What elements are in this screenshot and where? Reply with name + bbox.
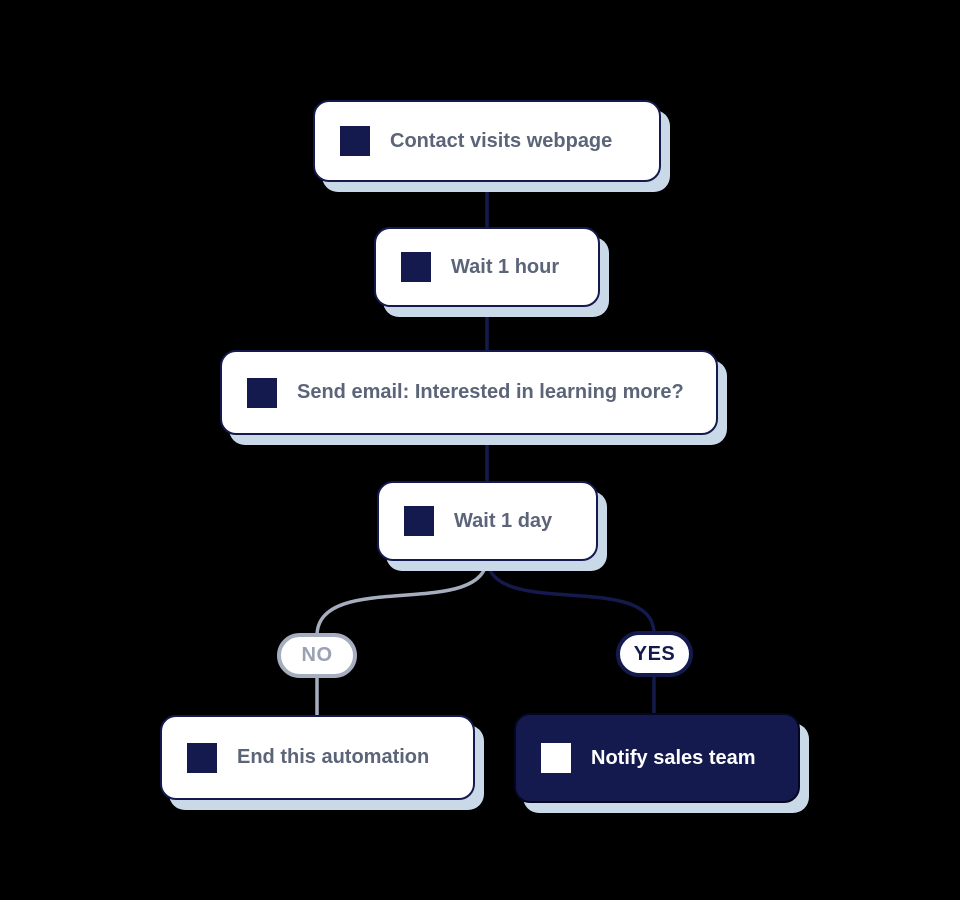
node-send-email[interactable]: Send email: Interested in learning more? bbox=[220, 350, 718, 435]
node-wait-1-hour[interactable]: Wait 1 hour bbox=[374, 227, 600, 307]
branch-label-no: NO bbox=[277, 633, 357, 678]
node-label: Wait 1 hour bbox=[451, 255, 560, 278]
square-icon bbox=[247, 377, 277, 408]
square-icon bbox=[340, 126, 370, 156]
node-label: End this automation bbox=[237, 746, 430, 768]
node-label: Wait 1 day bbox=[454, 509, 553, 532]
square-icon bbox=[541, 743, 571, 773]
square-icon bbox=[404, 506, 434, 536]
square-icon bbox=[187, 742, 217, 773]
branch-label-yes: YES bbox=[616, 631, 693, 677]
node-notify-sales-team[interactable]: Notify sales team bbox=[514, 713, 800, 803]
node-label: Contact visits webpage bbox=[390, 129, 613, 152]
node-label: Send email: Interested in learning more? bbox=[297, 381, 684, 403]
connector-branch-no-curve bbox=[315, 555, 489, 638]
node-contact-visits-webpage[interactable]: Contact visits webpage bbox=[313, 100, 661, 182]
node-label: Notify sales team bbox=[591, 746, 756, 769]
node-wait-1-day[interactable]: Wait 1 day bbox=[377, 481, 598, 561]
square-icon bbox=[401, 252, 431, 282]
connector-branch-yes-curve bbox=[485, 555, 656, 636]
node-end-this-automation[interactable]: End this automation bbox=[160, 715, 475, 800]
branch-label-no-text: NO bbox=[301, 644, 333, 666]
branch-label-yes-text: YES bbox=[633, 642, 676, 665]
